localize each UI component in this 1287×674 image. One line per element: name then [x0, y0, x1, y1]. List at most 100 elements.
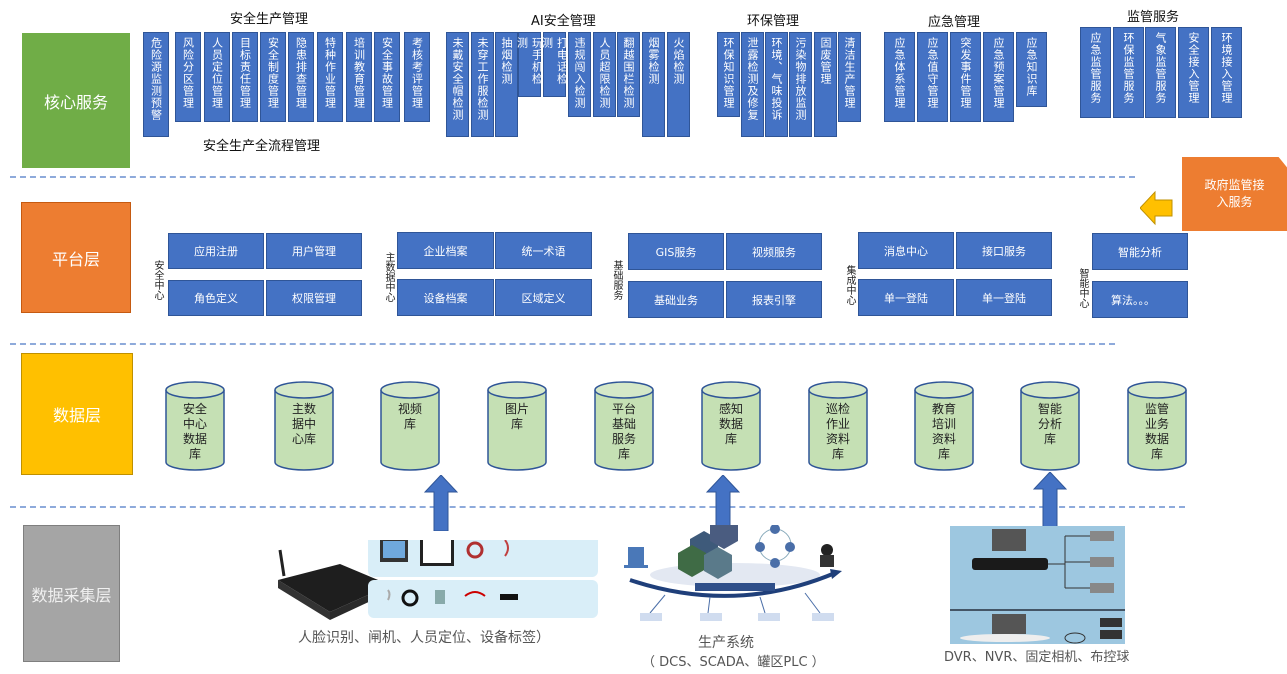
core-service-box: 环保监管服务: [1113, 27, 1144, 118]
core-service-box: 特种作业管理: [317, 32, 343, 122]
core-service-box: 突发事件管理: [950, 32, 981, 122]
database-cylinder: 平台基础服务库: [594, 380, 654, 472]
core-service-box: 烟雾检测: [642, 32, 665, 137]
core-service-box: 固废管理: [814, 32, 837, 137]
platform-box: 单一登陆: [956, 279, 1052, 316]
label-master-data-center: 主数据中心: [383, 252, 394, 302]
gov-access-box: 政府监管接入服务: [1182, 157, 1287, 231]
layer-platform-label: 平台层: [51, 249, 100, 269]
platform-box: 算法。。。: [1092, 281, 1188, 318]
core-service-box: 污染物排放监测: [789, 32, 812, 137]
core-service-box: 目标责任管理: [232, 32, 258, 122]
video-system-image: [950, 526, 1125, 644]
platform-box: 消息中心: [858, 232, 954, 269]
core-service-box: 未戴安全帽检测: [446, 32, 469, 137]
core-service-box: 抽烟检测: [495, 32, 518, 137]
core-service-box: 安全制度管理: [260, 32, 286, 122]
layer-platform: 平台层: [21, 202, 131, 313]
group-title-safety: 安全生产管理: [230, 12, 309, 27]
label-base-services: 基础服务: [611, 260, 622, 300]
core-service-box: 危险源监测预警: [143, 32, 169, 137]
group-title-supervision: 监管服务: [1127, 10, 1180, 25]
core-service-box: 应急值守管理: [917, 32, 948, 122]
device-gateway-image: [270, 532, 600, 629]
core-service-box: 风险分区管理: [175, 32, 201, 122]
database-cylinder: 主数据中心库: [274, 380, 334, 472]
database-cylinder: 智能分析库: [1020, 380, 1080, 472]
gov-access-label: 政府监管接入服务: [1204, 178, 1265, 209]
label-integration-center: 集成中心: [844, 265, 855, 305]
core-service-box: 火焰检测: [667, 32, 690, 137]
platform-box: 角色定义: [168, 280, 264, 316]
layer-data: 数据层: [21, 353, 133, 475]
video-caption: DVR、NVR、固定相机、布控球: [944, 650, 1130, 665]
core-service-box: 气象监管服务: [1145, 27, 1176, 118]
database-cylinder: 安全中心数据库: [165, 380, 225, 472]
platform-box: 统一术语: [495, 232, 592, 269]
core-service-box: 人员超限检测: [593, 32, 616, 117]
label-security-center: 安全中心: [152, 260, 163, 300]
database-label: 教育培训资料库: [931, 402, 956, 461]
database-label: 图片库: [504, 402, 529, 431]
platform-box: 企业档案: [397, 232, 494, 269]
platform-box: GIS服务: [628, 233, 724, 270]
production-caption: 生产系统: [698, 635, 754, 651]
database-cylinder: 教育培训资料库: [914, 380, 974, 472]
platform-box: 区域定义: [495, 279, 592, 316]
database-label: 感知数据库: [718, 402, 743, 446]
label-intelligent-center: 智能中心: [1077, 268, 1088, 308]
core-service-box: 翻越围栏检测: [617, 32, 640, 117]
core-service-box: 环境、气味投诉: [765, 32, 788, 137]
database-cylinder: 图片库: [487, 380, 547, 472]
up-arrow-icon: [1033, 472, 1067, 530]
database-label: 平台基础服务库: [611, 402, 636, 461]
left-arrow-icon: [1140, 190, 1173, 226]
core-service-box: 安全事故管理: [374, 32, 400, 122]
layer-collection-label: 数据采集层: [31, 585, 112, 605]
database-label: 巡检作业资料库: [825, 402, 850, 461]
group-subtitle-safety: 安全生产全流程管理: [203, 139, 321, 154]
core-service-box: 人员定位管理: [204, 32, 230, 122]
platform-box: 应用注册: [168, 233, 264, 269]
core-service-box: 违规闯入检测: [568, 32, 591, 117]
core-service-box: 应急预案管理: [983, 32, 1014, 122]
platform-box: 用户管理: [266, 233, 362, 269]
database-cylinder: 视频库: [380, 380, 440, 472]
devices-caption: 人脸识别、闸机、人员定位、设备标签）: [298, 630, 550, 646]
database-cylinder: 监管业务数据库: [1127, 380, 1187, 472]
core-service-box: 环保知识管理: [717, 32, 740, 117]
layer-collection: 数据采集层: [23, 525, 120, 662]
database-cylinder: 巡检作业资料库: [808, 380, 868, 472]
database-label: 智能分析库: [1037, 402, 1062, 446]
core-service-box: 玩手机检测: [516, 32, 544, 97]
core-service-box: 培训教育管理: [346, 32, 372, 122]
group-title-ai: AI安全管理: [531, 14, 596, 29]
core-service-box: 泄露检测及修复: [741, 32, 764, 137]
core-service-box: 考核考评管理: [404, 32, 430, 122]
separator-line: [10, 506, 1185, 508]
group-title-env: 环保管理: [747, 14, 800, 29]
layer-data-label: 数据层: [52, 406, 101, 425]
core-service-box: 环境接入管理: [1211, 27, 1242, 118]
core-service-box: 打电话检测: [541, 32, 569, 97]
production-systems-list: （ DCS、SCADA、罐区PLC ）: [642, 655, 825, 670]
separator-line: [10, 343, 1115, 345]
layer-core-services: 核心服务: [22, 33, 130, 168]
core-service-box: 清洁生产管理: [838, 32, 861, 122]
production-system-image: [620, 517, 850, 639]
core-service-box: 未穿工作服检测: [471, 32, 494, 137]
database-cylinder: 感知数据库: [701, 380, 761, 472]
platform-box: 接口服务: [956, 232, 1052, 269]
core-service-box: 安全接入管理: [1178, 27, 1209, 118]
database-label: 主数据中心库: [291, 402, 316, 446]
up-arrow-icon: [424, 475, 458, 531]
up-arrow-icon: [706, 475, 740, 531]
platform-box: 智能分析: [1092, 233, 1188, 270]
platform-box: 权限管理: [266, 280, 362, 316]
database-label: 监管业务数据库: [1144, 402, 1169, 461]
platform-box: 视频服务: [726, 233, 822, 270]
core-service-box: 隐患排查管理: [288, 32, 314, 122]
group-title-emergency: 应急管理: [928, 15, 981, 30]
layer-core-label: 核心服务: [43, 92, 108, 112]
platform-box: 报表引擎: [726, 281, 822, 318]
